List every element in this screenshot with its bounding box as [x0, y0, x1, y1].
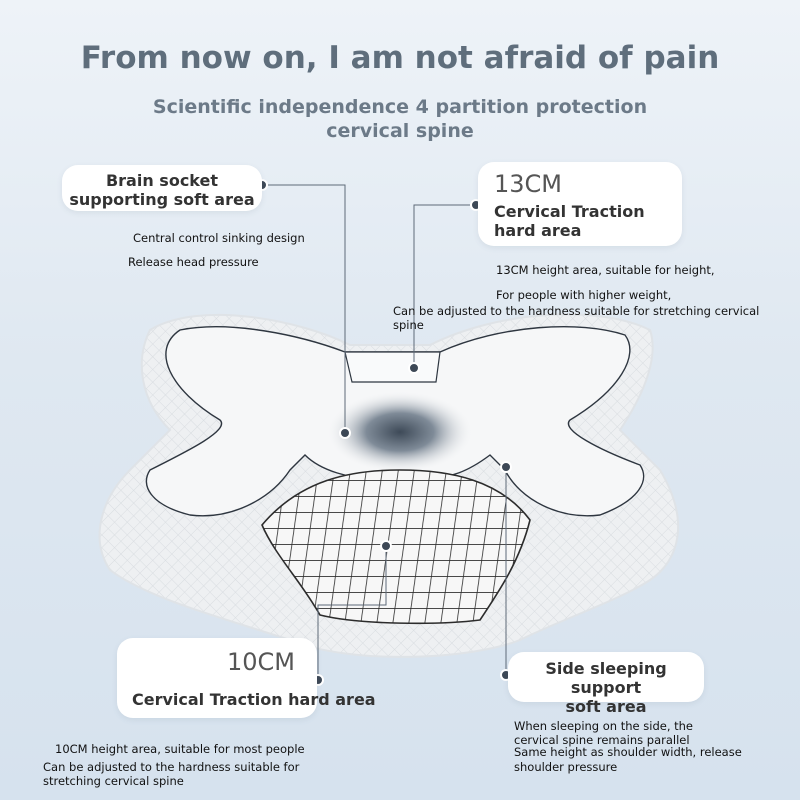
brain-socket-depression [325, 390, 475, 474]
side-sleeping-target-dot [500, 461, 512, 473]
subtitle-line-1: Scientific independence 4 partition prot… [152, 96, 648, 118]
traction-13-card: 13CM Cervical Traction hard area [478, 162, 682, 246]
brain-socket-line-2: supporting soft area [69, 190, 255, 209]
traction-13-height: 13CM [494, 170, 563, 198]
brain-socket-line-1: Brain socket [105, 171, 219, 190]
traction-10-card: 10CM [117, 638, 317, 718]
brain-socket-note-2: Release head pressure [128, 255, 259, 269]
side-sleeping-note-3: Same height as shoulder width, release [514, 745, 742, 759]
brain-socket-target-dot [339, 427, 351, 439]
side-sleeping-note-4: shoulder pressure [514, 760, 618, 774]
traction-13-target-dot [408, 362, 420, 374]
traction-10-note-2: Can be adjusted to the hardness suitable… [43, 760, 300, 774]
traction-13-note-4: spine [393, 318, 424, 332]
traction-10-target-dot [380, 540, 392, 552]
traction-13-note-1: 13CM height area, suitable for height, [496, 263, 715, 277]
traction-13-note-3: Can be adjusted to the hardness suitable… [393, 304, 760, 318]
traction-13-line-1: Cervical Traction [494, 202, 645, 221]
page-subtitle: Scientific independence 4 partition prot… [150, 95, 650, 143]
side-sleeping-line-1: Side sleeping support [545, 659, 667, 697]
subtitle-line-2: cervical spine [326, 120, 474, 142]
traction-10-height: 10CM [227, 648, 296, 676]
traction-10-line-1: Cervical Traction hard area [132, 690, 376, 709]
grid-area [261, 469, 531, 625]
brain-socket-card: Brain socket supporting soft area [62, 165, 262, 211]
traction-13-line-2: hard area [494, 221, 582, 240]
traction-10-note-1: 10CM height area, suitable for most peop… [55, 742, 305, 756]
side-sleeping-note-1: When sleeping on the side, the [514, 719, 694, 733]
neck-top-block [344, 351, 441, 383]
side-sleeping-card: Side sleeping support soft area [508, 652, 704, 716]
brain-socket-note-1: Central control sinking design [133, 231, 305, 245]
side-sleeping-line-2: soft area [565, 697, 647, 716]
traction-10-note-3: stretching cervical spine [43, 774, 184, 788]
page-title: From now on, I am not afraid of pain [80, 40, 720, 76]
side-sleeping-note-2: cervical spine remains parallel [514, 733, 690, 747]
traction-13-note-2: For people with higher weight, [496, 288, 672, 302]
